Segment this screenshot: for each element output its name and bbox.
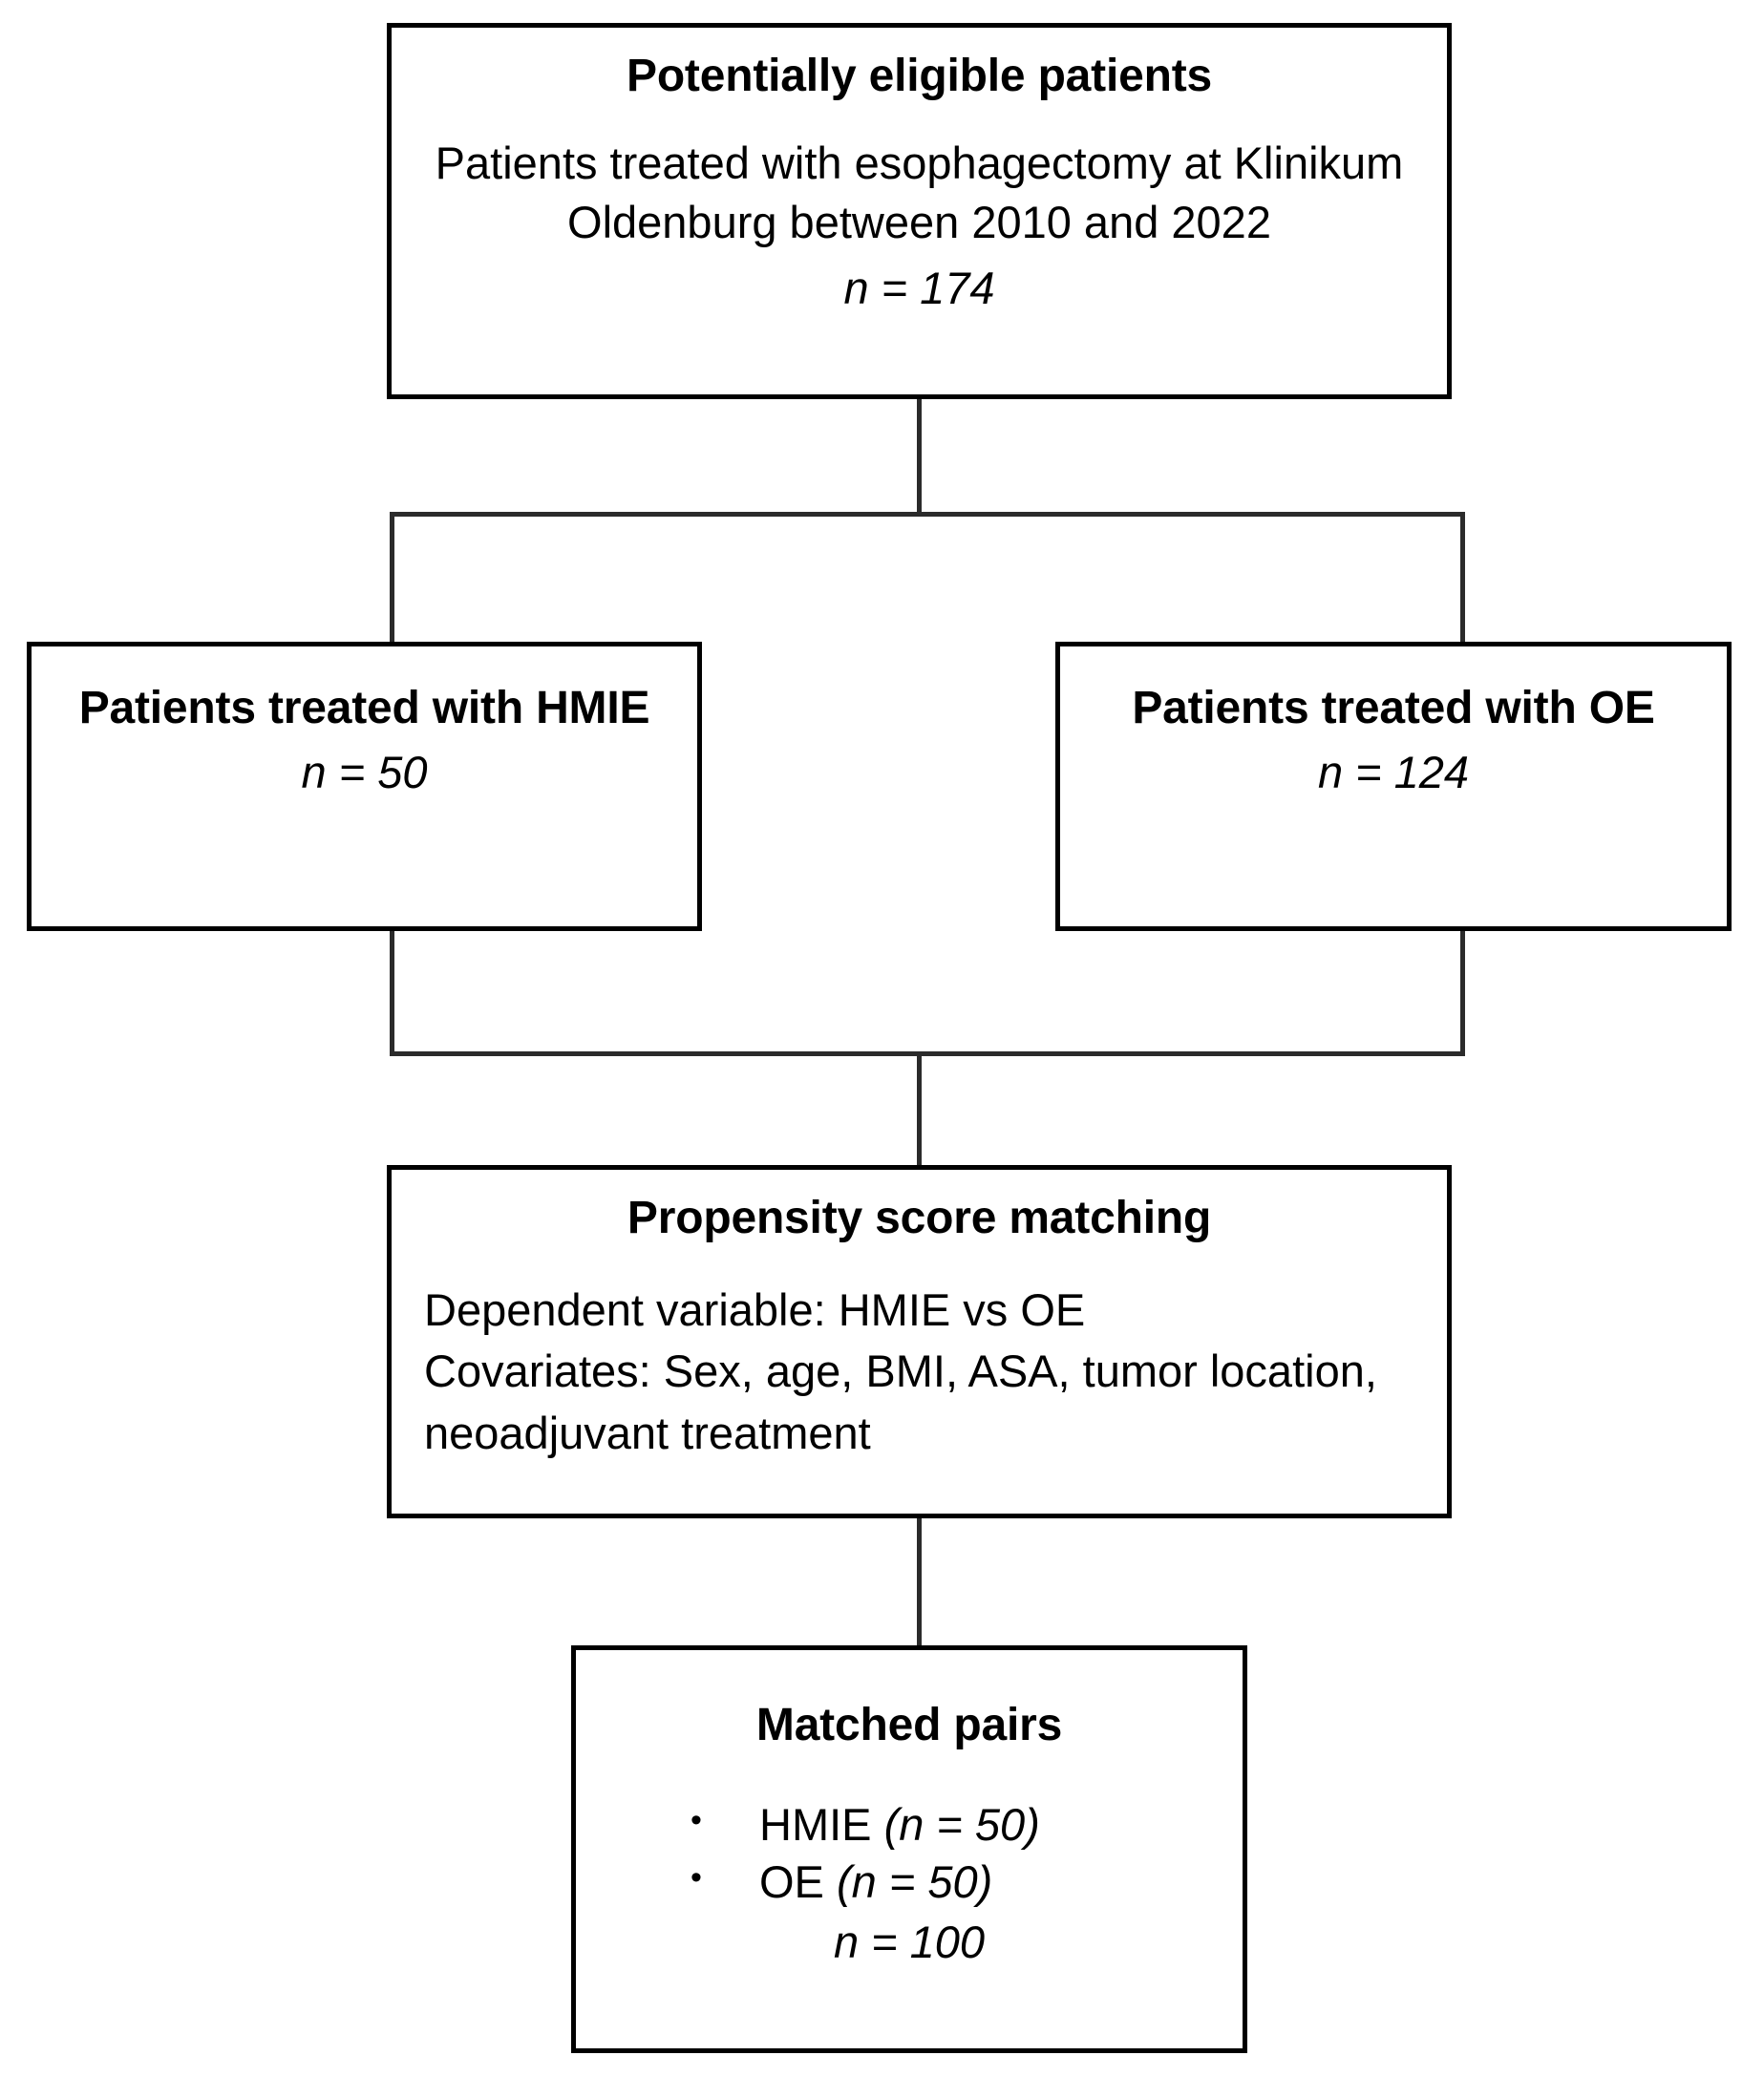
matched-item-sample-size: (n = 50) [836, 1855, 993, 1907]
psm-dependent-variable-line: Dependent variable: HMIE vs OE [424, 1283, 1086, 1335]
node-content: Matched pairs • HMIE (n = 50) • OE (n = … [576, 1650, 1243, 1971]
connector-hmie-to-merge [390, 928, 394, 1056]
node-body-text: Patients treated with esophagectomy at K… [435, 137, 1404, 248]
bullet-icon: • [691, 1801, 702, 1838]
matched-item-sample-size: (n = 50) [883, 1798, 1040, 1850]
matched-item-label: HMIE [759, 1798, 872, 1850]
node-potentially-eligible-patients: Potentially eligible patients Patients t… [387, 23, 1452, 399]
node-title: Patients treated with OE [1132, 683, 1655, 733]
list-item: • OE (n = 50) [691, 1854, 1210, 1911]
matched-pairs-list: • HMIE (n = 50) • OE (n = 50) [608, 1796, 1210, 1911]
connector-psm-to-matched [917, 1515, 922, 1649]
psm-covariates-line: Covariates: Sex, age, BMI, ASA, tumor lo… [424, 1346, 1377, 1459]
node-content: Patients treated with HMIE n = 50 [32, 646, 697, 801]
connector-split-bar [390, 512, 1465, 517]
matched-item-label: OE [759, 1855, 824, 1907]
connector-oe-to-merge [1460, 928, 1465, 1056]
connector-split-to-hmie [390, 512, 394, 646]
node-body-text: Dependent variable: HMIE vs OE Covariate… [424, 1280, 1414, 1466]
node-propensity-score-matching: Propensity score matching Dependent vari… [387, 1165, 1452, 1518]
connector-merge-to-psm [917, 1051, 922, 1169]
connector-merge-bar [390, 1051, 1465, 1056]
node-sample-size: n = 50 [301, 746, 428, 797]
connector-split-to-oe [1460, 512, 1465, 646]
node-patients-treated-with-oe: Patients treated with OE n = 124 [1055, 642, 1732, 931]
bullet-icon: • [691, 1858, 702, 1896]
node-patients-treated-with-hmie: Patients treated with HMIE n = 50 [27, 642, 702, 931]
node-total-sample-size: n = 100 [833, 1916, 986, 1967]
node-title: Patients treated with HMIE [78, 683, 650, 733]
node-title: Potentially eligible patients [627, 51, 1212, 101]
node-sample-size: n = 124 [1317, 746, 1470, 797]
node-content: Potentially eligible patients Patients t… [392, 28, 1447, 317]
node-matched-pairs: Matched pairs • HMIE (n = 50) • OE (n = … [571, 1645, 1247, 2053]
node-title: Matched pairs [755, 1700, 1063, 1750]
node-content: Propensity score matching Dependent vari… [392, 1170, 1447, 1465]
node-title: Propensity score matching [627, 1193, 1212, 1243]
list-item: • HMIE (n = 50) [691, 1796, 1210, 1854]
connector-eligible-to-split [917, 396, 922, 516]
node-content: Patients treated with OE n = 124 [1060, 646, 1727, 801]
node-sample-size: n = 174 [843, 262, 995, 313]
